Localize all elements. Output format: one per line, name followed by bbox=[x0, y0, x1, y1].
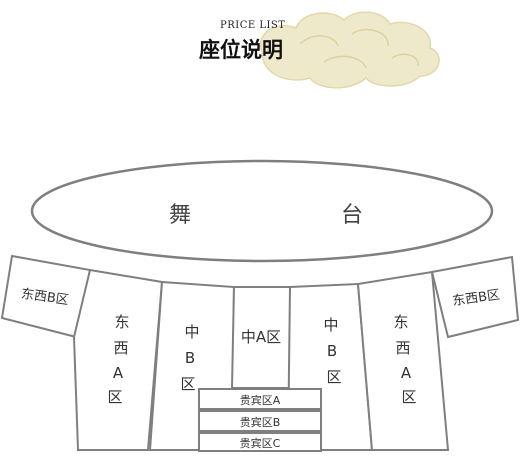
page-title: 座位说明 bbox=[199, 37, 283, 62]
label-middle-a: 中A区 bbox=[241, 328, 281, 346]
section-vip-b[interactable] bbox=[198, 410, 322, 432]
label-east-west-a-right-4: 区 bbox=[401, 388, 416, 406]
label-vip-a: 贵宾区A bbox=[240, 393, 281, 407]
label-middle-b-left-2: B bbox=[185, 349, 195, 367]
section-east-west-a-right[interactable] bbox=[356, 270, 450, 451]
label-middle-b-left-3: 区 bbox=[180, 375, 195, 393]
stage-ellipse bbox=[30, 159, 494, 263]
stage-label-right: 台 bbox=[341, 203, 363, 228]
cloud-decoration bbox=[259, 11, 440, 89]
label-east-west-a-left-1: 东 bbox=[114, 313, 129, 331]
section-east-west-b-right[interactable] bbox=[430, 255, 520, 339]
label-east-west-a-left-2: 西 bbox=[113, 339, 128, 357]
label-east-west-a-right-1: 东 bbox=[393, 313, 408, 331]
label-middle-b-left-1: 中 bbox=[184, 323, 199, 341]
label-east-west-b-right: 东西B区 bbox=[451, 288, 501, 310]
label-east-west-a-left-4: 区 bbox=[107, 388, 122, 406]
label-middle-b-right-2: B bbox=[327, 342, 337, 360]
label-vip-b: 贵宾区B bbox=[240, 415, 281, 429]
label-vip-c: 贵宾区C bbox=[240, 436, 281, 450]
label-middle-b-right-3: 区 bbox=[326, 368, 341, 386]
label-east-west-a-left-3: A bbox=[113, 364, 124, 382]
section-east-west-a-left[interactable] bbox=[72, 268, 164, 451]
label-east-west-a-right-2: 西 bbox=[395, 339, 410, 357]
label-east-west-a-right-3: A bbox=[401, 364, 412, 382]
section-vip-c[interactable] bbox=[198, 432, 322, 452]
header-subtitle: PRICE LIST bbox=[220, 20, 286, 31]
label-east-west-b-left: 东西B区 bbox=[20, 287, 70, 309]
section-vip-a[interactable] bbox=[198, 388, 322, 410]
stage-label-left: 舞 bbox=[169, 203, 191, 228]
label-middle-b-right-1: 中 bbox=[323, 316, 338, 334]
